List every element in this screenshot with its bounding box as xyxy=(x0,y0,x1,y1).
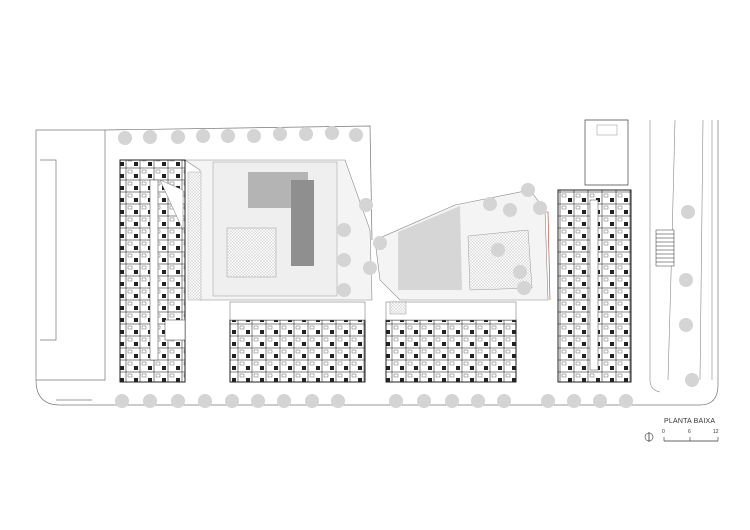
tree-canopy xyxy=(349,128,363,142)
tree-canopy xyxy=(681,205,695,219)
tree-canopy xyxy=(337,223,351,237)
tree-canopy xyxy=(299,127,313,141)
west-building-block xyxy=(119,159,186,383)
south-building-a xyxy=(229,301,366,383)
tree-canopy xyxy=(196,129,210,143)
tree-canopy xyxy=(679,273,693,287)
tree-canopy xyxy=(497,394,511,408)
tree-canopy xyxy=(445,394,459,408)
scale-label-12: 12 xyxy=(713,429,719,435)
tree-canopy xyxy=(483,197,497,211)
tree-canopy xyxy=(273,127,287,141)
tree-canopies xyxy=(115,126,699,408)
tree-canopy xyxy=(679,318,693,332)
tree-canopy xyxy=(225,394,239,408)
tree-canopy xyxy=(389,394,403,408)
tree-canopy xyxy=(325,126,339,140)
tree-canopy xyxy=(221,129,235,143)
tree-canopy xyxy=(337,253,351,267)
tree-canopy xyxy=(331,394,345,408)
tree-canopy xyxy=(517,281,531,295)
stair-ramp xyxy=(655,229,675,267)
tree-canopy xyxy=(118,131,132,145)
tree-canopy xyxy=(373,236,387,250)
tree-canopy xyxy=(305,394,319,408)
tree-canopy xyxy=(471,394,485,408)
tree-canopy xyxy=(513,265,527,279)
tree-canopy xyxy=(593,394,607,408)
tree-canopy xyxy=(491,243,505,257)
tree-canopy xyxy=(143,130,157,144)
tree-canopy xyxy=(363,261,377,275)
tree-canopy xyxy=(251,394,265,408)
central-courtyard xyxy=(184,159,373,301)
tree-canopy xyxy=(541,394,555,408)
tree-canopy xyxy=(198,394,212,408)
tree-canopy xyxy=(521,183,535,197)
tree-canopy xyxy=(277,394,291,408)
tree-canopy xyxy=(417,394,431,408)
tree-canopy xyxy=(171,394,185,408)
tree-canopy xyxy=(337,283,351,297)
scale-label-0: 0 xyxy=(662,429,665,435)
scale-bar: 0 6 12 xyxy=(644,429,719,442)
plan-title: PLANTA BAIXA xyxy=(664,418,716,425)
tree-canopy xyxy=(115,394,129,408)
roof-block-dark xyxy=(291,180,314,266)
tree-canopy xyxy=(567,394,581,408)
scale-label-6: 6 xyxy=(688,429,691,435)
tree-canopy xyxy=(359,198,373,212)
tree-canopy xyxy=(533,201,547,215)
tree-canopy xyxy=(143,394,157,408)
tree-canopy xyxy=(247,129,261,143)
tree-canopy xyxy=(503,203,517,217)
tree-canopy xyxy=(685,373,699,387)
tree-canopy xyxy=(619,394,633,408)
tree-canopy xyxy=(171,130,185,144)
east-building-block xyxy=(557,119,632,383)
hatched-patio xyxy=(226,227,277,278)
south-building-b xyxy=(385,301,517,383)
